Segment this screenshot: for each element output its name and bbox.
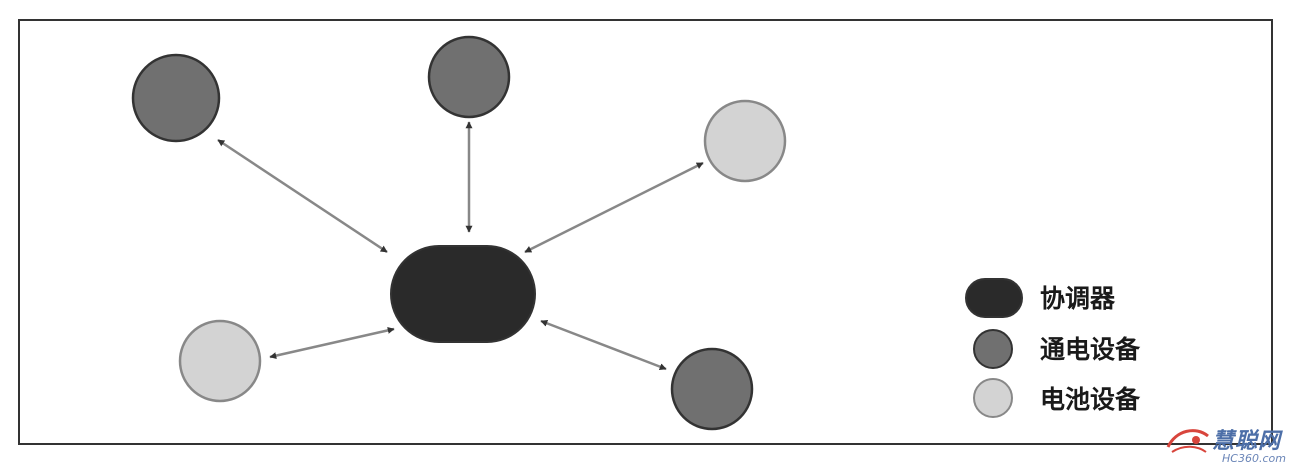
legend-swatch-battery-device bbox=[973, 378, 1013, 418]
edge-coordinator-node-3 bbox=[524, 161, 704, 254]
powered-device-node-5 bbox=[670, 347, 754, 431]
watermark: 慧聪网 HC360.com bbox=[1166, 428, 1286, 465]
edge-coordinator-node-4 bbox=[269, 326, 395, 360]
edge-coordinator-node-5 bbox=[540, 319, 667, 371]
battery-device-node-3 bbox=[703, 99, 787, 183]
nodes-layer bbox=[131, 35, 787, 431]
edges-layer bbox=[217, 121, 704, 371]
watermark-brand: 慧聪网 bbox=[1212, 428, 1283, 454]
powered-device-node-2 bbox=[427, 35, 511, 119]
legend-swatch-coordinator bbox=[965, 278, 1023, 318]
legend: 协调器 通电设备 电池设备 bbox=[965, 278, 1141, 418]
legend-label-powered-device: 通电设备 bbox=[1040, 335, 1141, 364]
powered-device-node-1 bbox=[131, 53, 221, 143]
legend-label-battery-device: 电池设备 bbox=[1040, 385, 1141, 414]
watermark-logo-icon bbox=[1166, 429, 1209, 453]
edge-coordinator-node-1 bbox=[217, 138, 388, 254]
coordinator-node bbox=[390, 245, 536, 343]
legend-swatch-powered-device bbox=[973, 329, 1013, 369]
battery-device-node-4 bbox=[178, 319, 262, 403]
legend-label-coordinator: 协调器 bbox=[1040, 284, 1116, 313]
watermark-site: HC360.com bbox=[1222, 452, 1286, 465]
